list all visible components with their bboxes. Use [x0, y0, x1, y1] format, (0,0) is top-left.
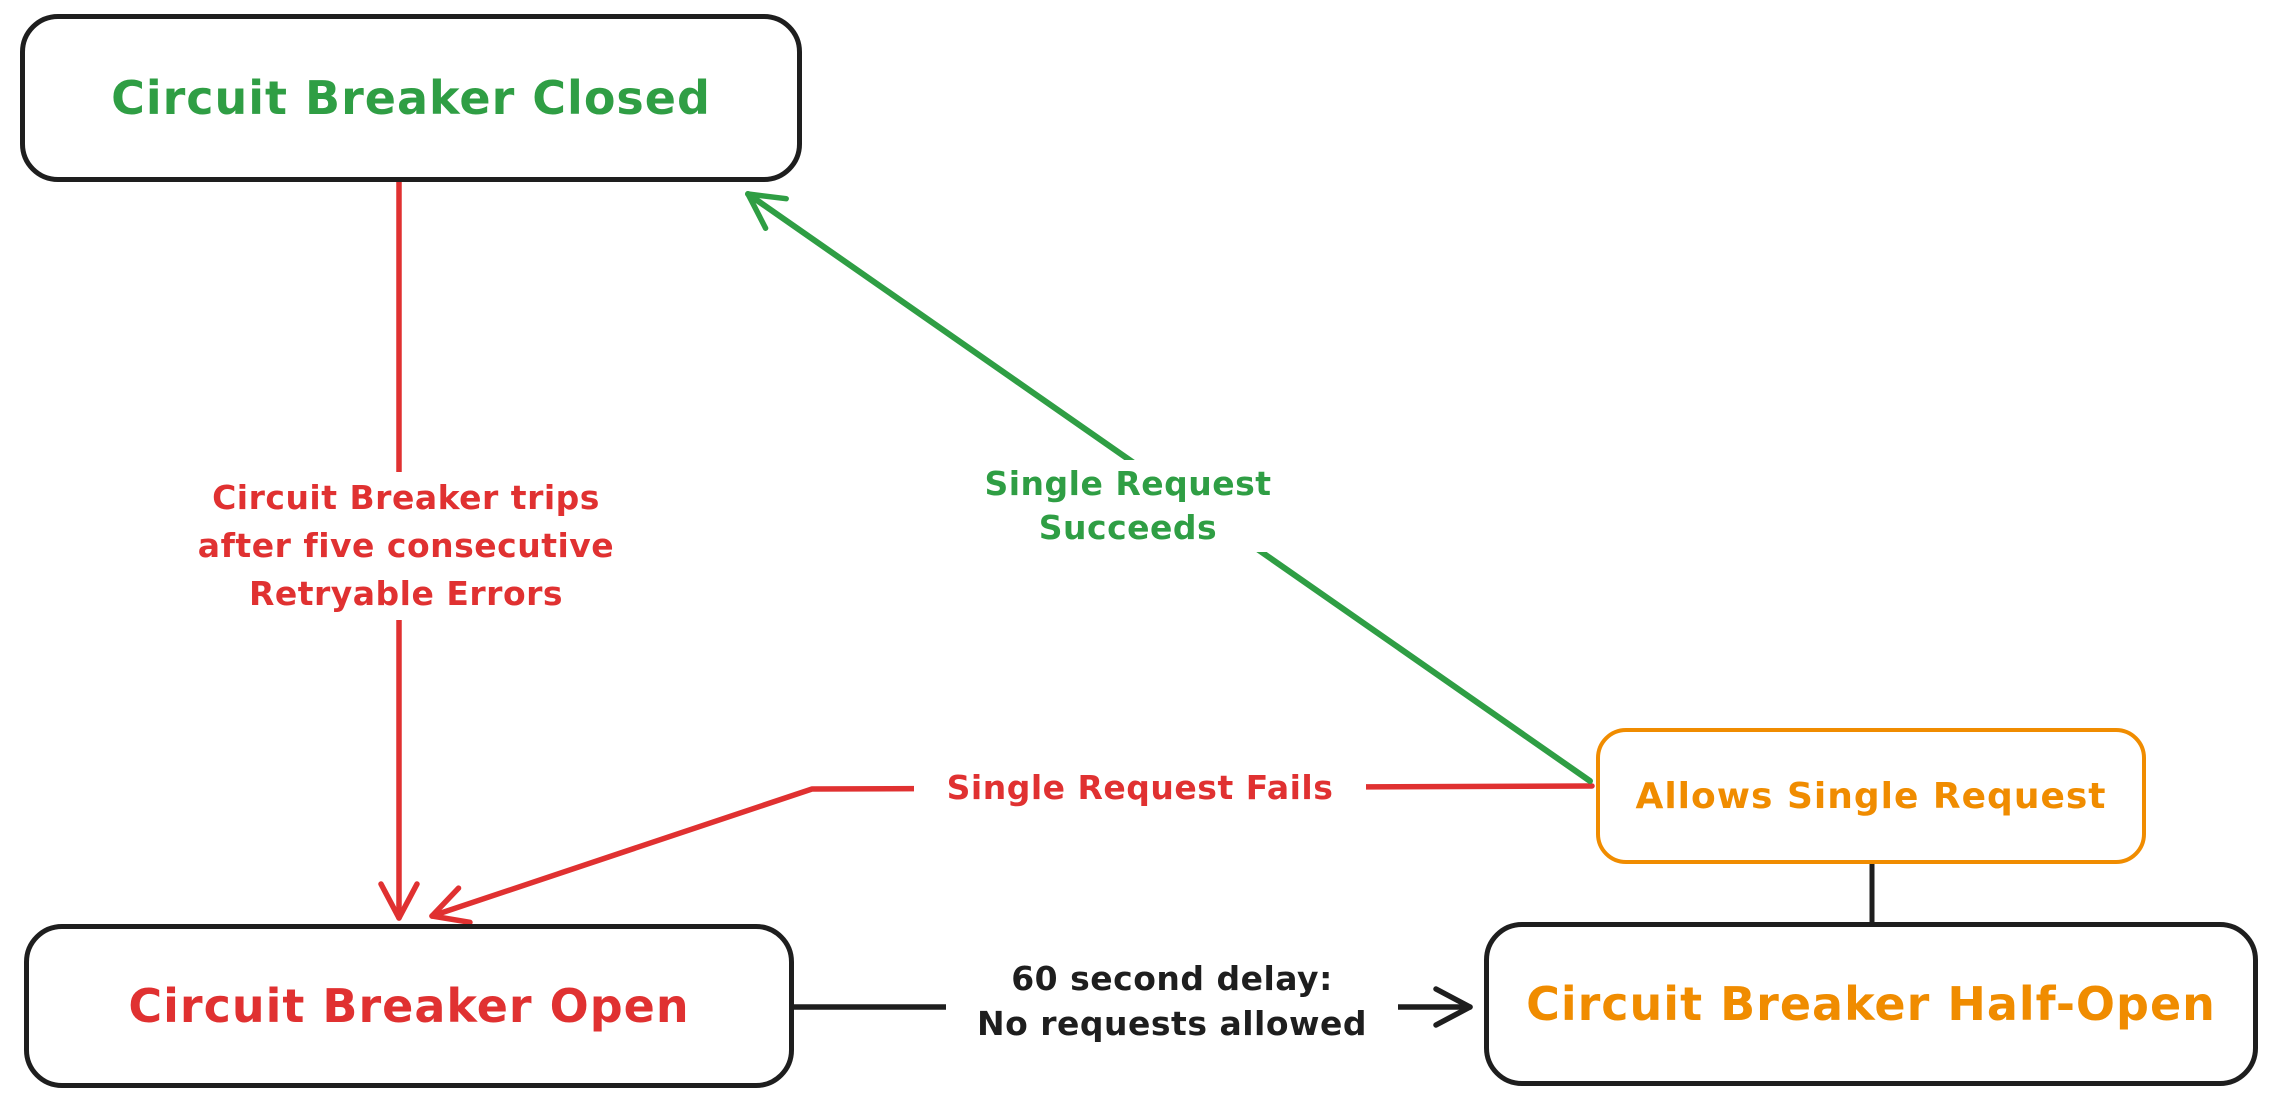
edge-label-succeeds-text: Single Request Succeeds [984, 464, 1272, 547]
node-circuit-breaker-half-open: Circuit Breaker Half-Open [1484, 922, 2258, 1086]
edge-label-delay: 60 second delay: No requests allowed [946, 954, 1398, 1048]
node-allows-single-request: Allows Single Request [1596, 728, 2146, 864]
node-circuit-breaker-closed-label: Circuit Breaker Closed [111, 71, 711, 125]
edge-label-succeeds: Single Request Succeeds [892, 460, 1364, 552]
node-circuit-breaker-open-label: Circuit Breaker Open [128, 979, 690, 1033]
edge-label-fails: Single Request Fails [914, 764, 1366, 812]
node-allows-single-request-label: Allows Single Request [1635, 775, 2107, 817]
node-circuit-breaker-closed: Circuit Breaker Closed [20, 14, 802, 182]
edge-label-trips-line3: Retryable Errors [248, 574, 564, 613]
edge-label-trips: Circuit Breaker trips after five consecu… [168, 472, 644, 620]
edge-label-fails-text: Single Request Fails [946, 768, 1334, 807]
edge-label-trips-line1: Circuit Breaker trips [212, 478, 600, 517]
edge-label-delay-line2: No requests allowed [976, 1004, 1368, 1043]
node-circuit-breaker-open: Circuit Breaker Open [24, 924, 794, 1088]
edge-label-delay-line1: 60 second delay: [1011, 959, 1333, 998]
edge-label-trips-line2: after five consecutive [197, 526, 615, 565]
node-circuit-breaker-half-open-label: Circuit Breaker Half-Open [1526, 977, 2216, 1031]
